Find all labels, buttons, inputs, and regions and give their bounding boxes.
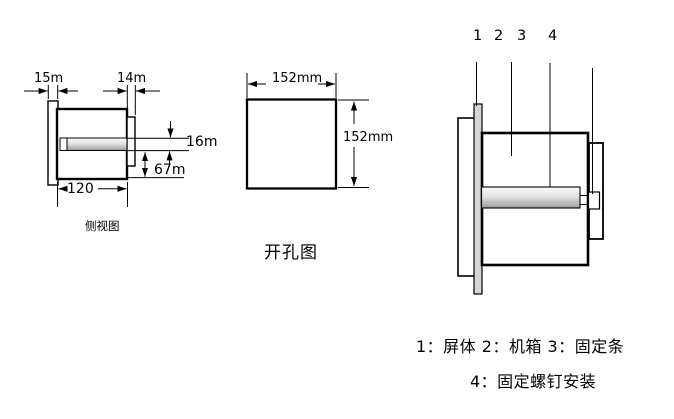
dim-label-cutout-width: 152mm bbox=[272, 70, 323, 86]
cutout-caption: 开孔图 bbox=[264, 243, 318, 263]
assembly-mounting-panel bbox=[457, 117, 476, 277]
dim-label-14m: 14m bbox=[117, 71, 147, 86]
callout-number-2: 2 bbox=[494, 28, 504, 44]
dim-label-16m: 16m bbox=[186, 134, 218, 150]
assembly-fixing-screw-head bbox=[587, 191, 601, 210]
side-fixing-screw-cylinder bbox=[66, 137, 128, 151]
legend-row-1: 1：屏体 2：机箱 3：固定条 bbox=[416, 337, 625, 356]
dim-label-15m: 15m bbox=[34, 71, 64, 86]
dim-label-cutout-height: 152mm bbox=[343, 130, 394, 145]
side-fixing-strip bbox=[126, 116, 136, 167]
side-view-caption: 侧视图 bbox=[85, 219, 120, 233]
assembly-rear-strip bbox=[588, 142, 604, 240]
dim-label-67m: 67m bbox=[154, 161, 186, 178]
callout-number-1: 1 bbox=[473, 28, 483, 44]
side-screw-cap bbox=[59, 137, 68, 151]
assembly-fixing-bar bbox=[480, 186, 581, 209]
side-view-diagram bbox=[24, 85, 189, 207]
cutout-diagram bbox=[245, 73, 369, 190]
assembly-diagram bbox=[457, 62, 604, 295]
callout-number-4: 4 bbox=[548, 28, 558, 44]
callout-number-3: 3 bbox=[517, 28, 527, 44]
dim-label-120: 120 bbox=[67, 180, 94, 197]
legend-row-2: 4：固定螺钉安装 bbox=[470, 372, 597, 391]
cutout-square bbox=[245, 98, 338, 190]
